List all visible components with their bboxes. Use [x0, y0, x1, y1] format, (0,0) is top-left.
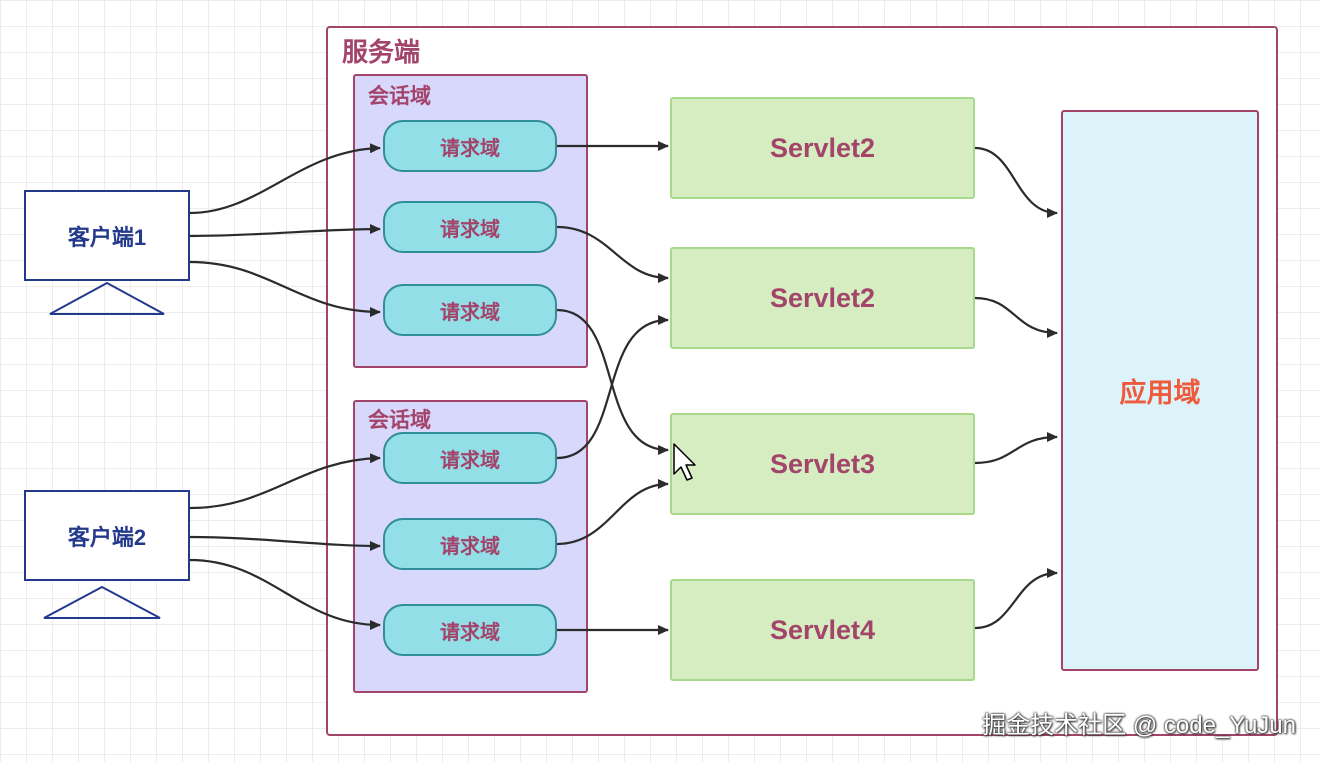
client-2-monitor: 客户端2: [24, 490, 190, 581]
link-client2-request2: [189, 535, 381, 551]
servlet-box-4: Servlet4: [670, 579, 975, 681]
client-1-stand-icon: [49, 281, 165, 315]
link-client2-request3: [189, 558, 381, 630]
request-1-3: 请求域: [383, 284, 557, 336]
link-request13-servlet3: [556, 308, 669, 455]
client-2-stand-icon: [43, 585, 161, 619]
application-domain-box: 应用域: [1061, 110, 1259, 671]
session-title-2: 会话域: [368, 409, 431, 432]
link-servlet2-app: [974, 296, 1058, 338]
server-title: 服务端: [342, 37, 421, 67]
client-1-monitor: 客户端1: [24, 190, 190, 281]
link-client2-request1: [189, 453, 381, 510]
request-2-1: 请求域: [383, 432, 557, 484]
link-client1-request1: [189, 143, 381, 215]
link-request21-servlet2: [556, 315, 669, 460]
link-servlet4-app: [974, 568, 1058, 630]
request-1-2: 请求域: [383, 201, 557, 253]
servlet-box-2: Servlet2: [670, 247, 975, 349]
session-title-1: 会话域: [368, 85, 431, 108]
link-servlet1-app: [974, 146, 1058, 218]
request-2-3: 请求域: [383, 604, 557, 656]
servlet-box-1: Servlet2: [670, 97, 975, 199]
link-servlet3-app: [974, 432, 1058, 465]
request-1-1: 请求域: [383, 120, 557, 172]
link-client1-request3: [189, 260, 381, 317]
mouse-cursor-icon: [673, 443, 696, 481]
link-request22-servlet3: [556, 479, 669, 546]
watermark: 掘金技术社区 @ code_YuJun: [982, 712, 1296, 739]
link-client1-request2: [189, 224, 381, 238]
link-request12-servlet2: [556, 225, 669, 283]
request-2-2: 请求域: [383, 518, 557, 570]
servlet-box-3: Servlet3: [670, 413, 975, 515]
